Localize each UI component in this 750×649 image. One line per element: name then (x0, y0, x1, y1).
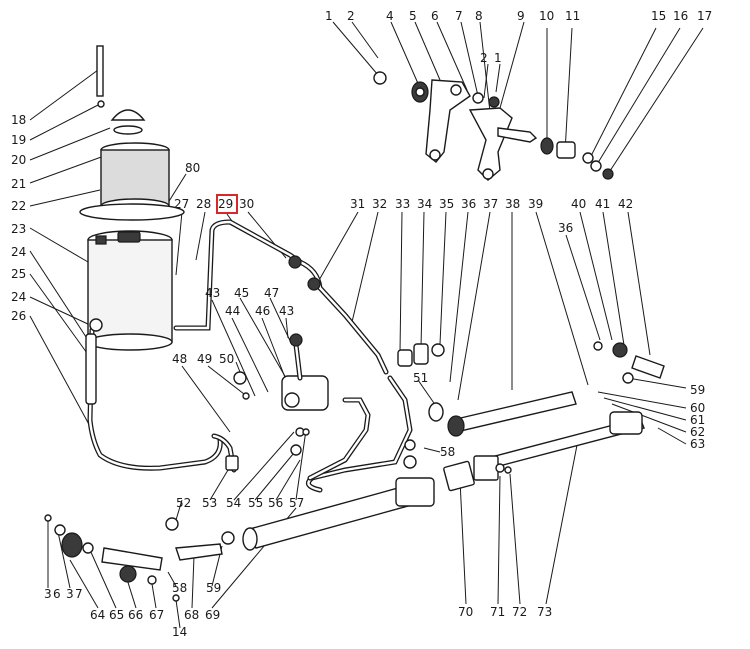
part-label: 41 (595, 197, 610, 211)
part-label: 19 (11, 133, 26, 147)
part-label: 33 (395, 197, 410, 211)
part-label: 44 (225, 304, 240, 318)
part-label: 48 (172, 352, 187, 366)
part-label: 59 (206, 581, 221, 595)
part-label: 16 (673, 9, 688, 23)
part-label: 55 (248, 496, 263, 510)
part-label: 7 (455, 9, 463, 23)
part-label: 65 (109, 608, 124, 622)
leader-lines (29, 21, 704, 629)
part-label: 39 (528, 197, 543, 211)
part-label: 24 (11, 245, 26, 259)
part-label: 11 (565, 9, 580, 23)
part-label: 21 (11, 177, 26, 191)
part-label: 72 (512, 605, 527, 619)
part-label: 7 (75, 587, 83, 601)
part-label: 73 (537, 605, 552, 619)
part-label: 64 (90, 608, 105, 622)
part-label: 3 (66, 587, 74, 601)
part-label: 71 (490, 605, 505, 619)
part-label: 34 (417, 197, 432, 211)
part-label: 25 (11, 267, 26, 281)
part-label: 68 (184, 608, 199, 622)
part-label: 35 (439, 197, 454, 211)
part-label: 60 (690, 401, 705, 415)
part-label: 53 (202, 496, 217, 510)
part-label: 43 (279, 304, 294, 318)
part-label: 24 (11, 290, 26, 304)
part-label: 4 (386, 9, 394, 23)
part-label: 1 (494, 51, 502, 65)
part-label: 47 (264, 286, 279, 300)
part-label: 58 (440, 445, 455, 459)
part-label: 8 (475, 9, 483, 23)
part-label: 67 (149, 608, 164, 622)
part-label: 38 (505, 197, 520, 211)
part-label: 30 (239, 197, 254, 211)
part-label: 61 (690, 413, 705, 427)
part-label: 43 (205, 286, 220, 300)
part-label: 66 (128, 608, 143, 622)
part-label: 59 (690, 383, 705, 397)
part-label: 6 (431, 9, 439, 23)
part-label: 57 (289, 496, 304, 510)
part-label: 62 (690, 425, 705, 439)
part-label: 15 (651, 9, 666, 23)
part-label: 37 (483, 197, 498, 211)
part-label: 6 (53, 587, 61, 601)
part-label: 2 (480, 51, 488, 65)
part-label: 49 (197, 352, 212, 366)
part-label: 36 (558, 221, 573, 235)
part-label: 69 (205, 608, 220, 622)
part-label: 58 (172, 581, 187, 595)
part-label: 80 (185, 161, 200, 175)
part-label: 5 (409, 9, 417, 23)
part-label: 18 (11, 113, 26, 127)
part-drawings (44, 45, 665, 602)
part-label: 36 (461, 197, 476, 211)
part-label: 70 (458, 605, 473, 619)
part-label: 40 (571, 197, 586, 211)
part-label: 9 (517, 9, 525, 23)
part-label: 51 (413, 371, 428, 385)
highlight-box (216, 194, 238, 214)
part-label: 27 (174, 197, 189, 211)
part-label: 28 (196, 197, 211, 211)
part-label: 20 (11, 153, 26, 167)
part-label: 3 (44, 587, 52, 601)
part-label: 1 (325, 9, 333, 23)
part-label: 23 (11, 222, 26, 236)
part-label: 63 (690, 437, 705, 451)
part-label: 10 (539, 9, 554, 23)
part-label: 17 (697, 9, 712, 23)
part-label: 29 (218, 197, 233, 211)
part-label: 22 (11, 199, 26, 213)
part-label: 2 (347, 9, 355, 23)
part-label: 32 (372, 197, 387, 211)
part-label: 45 (234, 286, 249, 300)
part-label: 42 (618, 197, 633, 211)
part-label: 54 (226, 496, 241, 510)
part-label: 31 (350, 197, 365, 211)
part-label: 50 (219, 352, 234, 366)
part-label: 56 (268, 496, 283, 510)
part-label: 26 (11, 309, 26, 323)
part-label: 14 (172, 625, 187, 639)
part-label: 46 (255, 304, 270, 318)
part-label: 52 (176, 496, 191, 510)
